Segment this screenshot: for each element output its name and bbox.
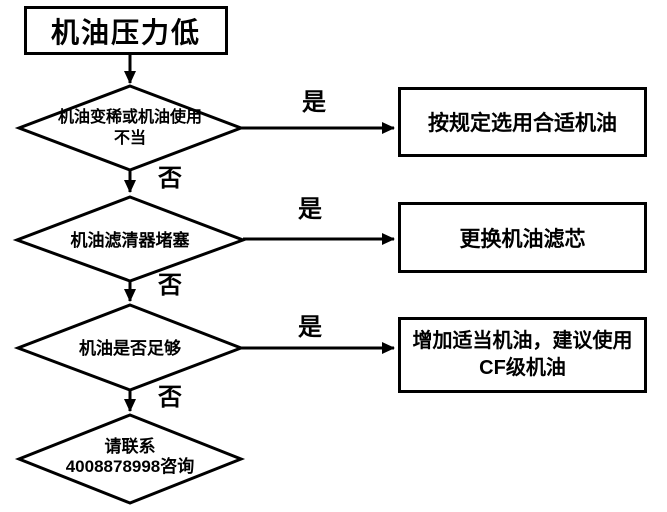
action-node-select-oil: 按规定选用合适机油 (398, 87, 647, 157)
edge-label-yes-2: 是 (298, 196, 322, 223)
action-node-add-oil: 增加适当机油，建议使用 CF级机油 (398, 317, 647, 393)
edge-label-no-3: 否 (158, 384, 182, 411)
decision-4-shape (14, 413, 246, 505)
edge-label-no-2: 否 (158, 272, 182, 299)
decision-2-label: 机油滤清器堵塞 (70, 230, 190, 250)
decision-3-label: 机油是否足够 (79, 338, 181, 358)
decision-4-label: 请联系 4008878998咨询 (65, 437, 195, 476)
action-2-label: 更换机油滤芯 (459, 227, 586, 251)
start-node: 机油压力低 (24, 6, 228, 55)
action-3-label: 增加适当机油，建议使用 CF级机油 (412, 330, 633, 379)
edge-label-yes-1: 是 (302, 89, 326, 116)
edge-label-no-1: 否 (158, 165, 182, 192)
edge-label-yes-3: 是 (298, 314, 322, 341)
decision-1-label: 机油变稀或机油使用 不当 (57, 109, 202, 147)
action-1-label: 按规定选用合适机油 (428, 112, 617, 135)
action-node-replace-filter: 更换机油滤芯 (398, 202, 647, 273)
start-node-label: 机油压力低 (50, 16, 201, 48)
